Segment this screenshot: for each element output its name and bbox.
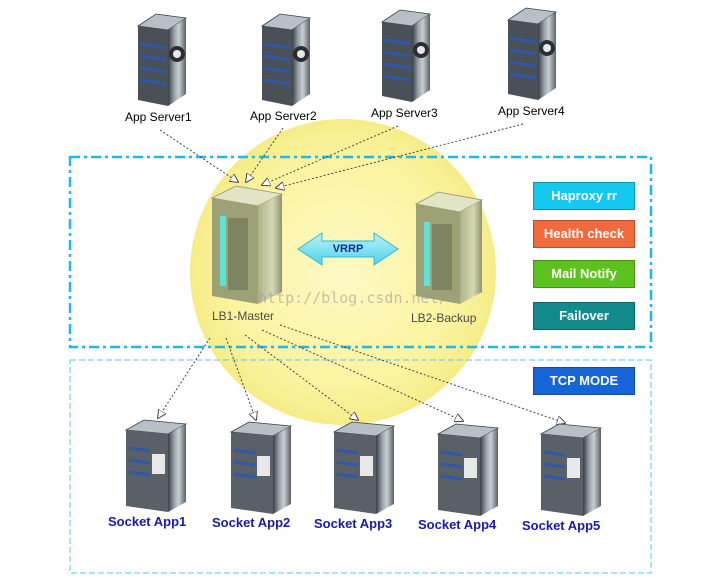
app-server-label: App Server3 xyxy=(371,106,438,120)
socket-app-links xyxy=(158,324,565,423)
app-server-links xyxy=(159,123,524,188)
app-server-icon xyxy=(380,9,432,102)
feature-badge-mail-notify: Mail Notify xyxy=(533,260,635,288)
ha-group-box xyxy=(68,155,653,349)
app-server-icon xyxy=(506,7,558,100)
lb-master-label: LB1-Master xyxy=(212,309,275,323)
tcp-group-box xyxy=(69,359,652,574)
feature-badge-health-check: Health check xyxy=(533,220,635,248)
lb-backup-icon xyxy=(414,191,484,304)
socket-app-label: Socket App2 xyxy=(212,515,291,530)
socket-app-icon xyxy=(332,421,396,514)
feature-badge-haproxy-rr: Haproxy rr xyxy=(533,182,635,210)
socket-app-label: Socket App3 xyxy=(314,516,393,531)
socket-app-icon xyxy=(539,423,603,516)
feature-badge-failover: Failover xyxy=(533,302,635,330)
socket-app-icon xyxy=(124,419,188,512)
app-server-label: App Server2 xyxy=(250,109,317,123)
app-server-icon xyxy=(260,13,312,106)
socket-app-label: Socket App1 xyxy=(108,514,187,529)
vrrp-label: VRRP xyxy=(332,243,364,255)
lb-master-icon xyxy=(210,185,284,304)
tcp-mode-badge: TCP MODE xyxy=(533,367,635,395)
socket-app-icon xyxy=(229,421,293,514)
socket-app-icon xyxy=(436,423,500,516)
watermark-text: http://blog.csdn.net/ xyxy=(258,289,448,307)
socket-app-label: Socket App5 xyxy=(522,518,601,533)
socket-app-label: Socket App4 xyxy=(418,517,497,532)
lb-backup-label: LB2-Backup xyxy=(411,311,477,325)
app-server-label: App Server4 xyxy=(498,104,565,118)
app-server-icon xyxy=(136,13,188,106)
vrrp-double-arrow xyxy=(297,232,399,266)
app-server-label: App Server1 xyxy=(125,110,192,124)
